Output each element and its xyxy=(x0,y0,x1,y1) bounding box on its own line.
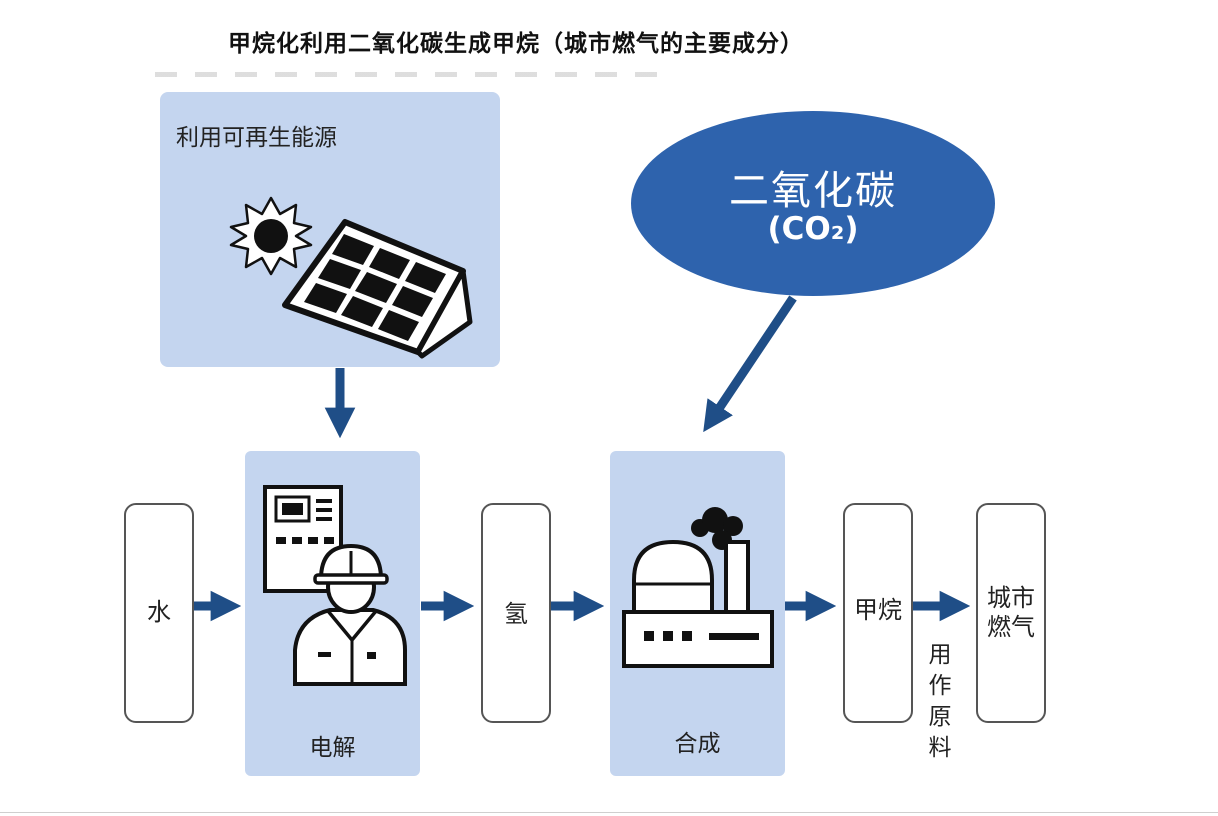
hydrogen-box xyxy=(481,503,551,723)
solar-panel-icon xyxy=(282,219,473,359)
water-label: 水 xyxy=(147,598,171,626)
co2-ellipse xyxy=(631,111,995,296)
co2-name: 二氧化碳 xyxy=(729,168,897,214)
renewable-energy-label: 利用可再生能源 xyxy=(176,125,337,151)
sun-icon xyxy=(229,196,313,276)
city-gas-box xyxy=(976,503,1046,723)
synthesis-label: 合成 xyxy=(674,731,721,757)
city-gas-label: 城市燃气 xyxy=(987,584,1035,641)
methane-box xyxy=(843,503,913,723)
ghost-divider xyxy=(155,72,675,77)
page-title: 甲烷化利用二氧化碳生成甲烷（城市燃气的主要成分） xyxy=(228,30,804,57)
factory-icon xyxy=(622,507,774,668)
usage-label: 用作原料 xyxy=(928,642,952,761)
bottom-rule xyxy=(0,812,1218,813)
water-box xyxy=(124,503,194,723)
hydrogen-label: 氢 xyxy=(504,600,528,628)
methane-label: 甲烷 xyxy=(854,596,902,624)
electrolysis-label: 电解 xyxy=(309,735,356,761)
worker-with-control-panel-icon xyxy=(263,485,407,686)
co2-formula: (CO₂) xyxy=(767,211,859,247)
co2-to-synthesis-arrow xyxy=(703,295,797,433)
